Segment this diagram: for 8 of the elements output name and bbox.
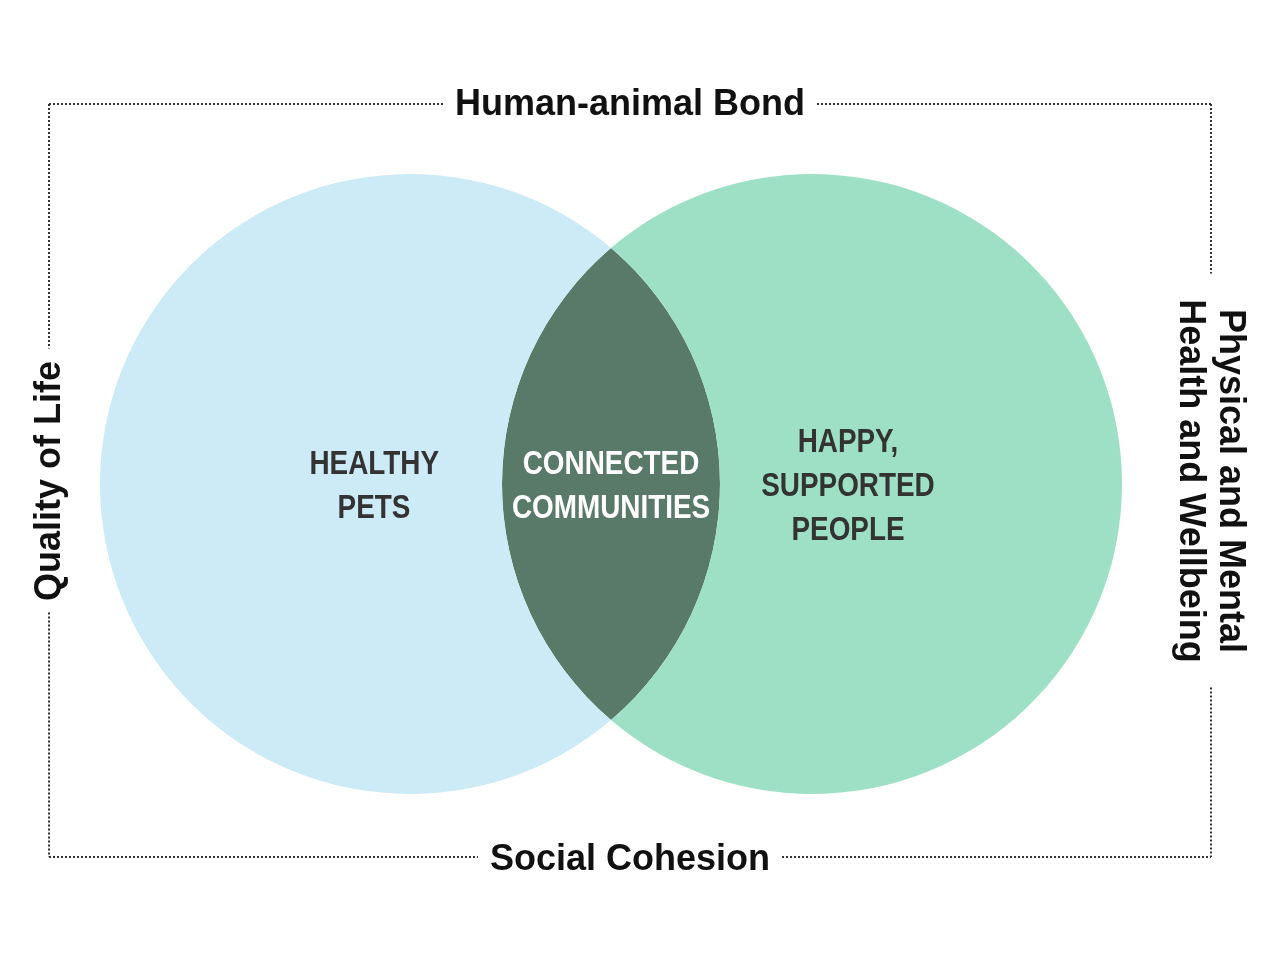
overlap-label: CONNECTED COMMUNITIES bbox=[511, 441, 711, 527]
circle-label: HEALTHY PETS bbox=[309, 441, 439, 527]
overlap-lens bbox=[502, 248, 720, 720]
frame-top-label: Human-animal Bond bbox=[454, 83, 806, 123]
circle-label: HAPPY, SUPPORTED PEOPLE bbox=[761, 419, 935, 550]
frame-bottom-label: Social Cohesion bbox=[488, 838, 772, 878]
frame-right-label: Physical and Mental Health and Wellbeing bbox=[1172, 297, 1252, 665]
frame-left-label: Quality of Life bbox=[28, 359, 68, 603]
